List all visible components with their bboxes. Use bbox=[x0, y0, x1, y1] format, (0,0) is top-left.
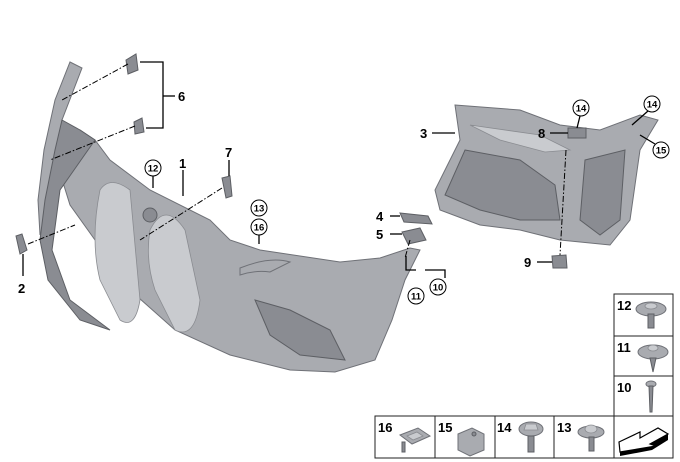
svg-text:16: 16 bbox=[254, 223, 265, 234]
circled-ref-15: 15 bbox=[652, 141, 670, 159]
table-cell-10[interactable]: 10 bbox=[617, 380, 657, 413]
callout-5: 5 bbox=[376, 227, 383, 242]
callout-2: 2 bbox=[18, 281, 25, 296]
cover-2[interactable] bbox=[15, 233, 28, 255]
circled-ref-14: 14 bbox=[643, 95, 661, 113]
svg-text:11: 11 bbox=[617, 340, 631, 355]
callout-8: 8 bbox=[538, 126, 545, 141]
bracket-5[interactable] bbox=[401, 227, 427, 245]
bracket-6-lower[interactable] bbox=[133, 117, 145, 135]
circled-ref-13: 13 bbox=[250, 199, 268, 217]
bracket-4[interactable] bbox=[399, 212, 433, 225]
bracket-7[interactable] bbox=[221, 175, 233, 199]
table-cell-12[interactable]: 12 bbox=[617, 298, 667, 329]
svg-text:14: 14 bbox=[576, 104, 587, 115]
leader-lines bbox=[22, 61, 656, 278]
bracket-8[interactable] bbox=[567, 127, 587, 139]
svg-text:12: 12 bbox=[148, 164, 159, 175]
circled-ref-10: 10 bbox=[429, 278, 447, 296]
callout-9: 9 bbox=[524, 255, 531, 270]
bracket-6-upper[interactable] bbox=[125, 53, 139, 75]
table-cell-16[interactable]: 16 bbox=[378, 420, 432, 453]
bumper-carrier-part[interactable] bbox=[434, 104, 659, 246]
svg-text:13: 13 bbox=[557, 420, 571, 435]
svg-text:10: 10 bbox=[617, 380, 631, 395]
callout-6: 6 bbox=[178, 89, 185, 104]
svg-text:14: 14 bbox=[497, 420, 512, 435]
circled-ref-14: 14 bbox=[572, 99, 590, 117]
circled-ref-16: 16 bbox=[250, 218, 268, 236]
svg-text:11: 11 bbox=[411, 292, 422, 303]
callout-7: 7 bbox=[225, 145, 232, 160]
callout-4: 4 bbox=[376, 209, 384, 224]
table-cell-13[interactable]: 13 bbox=[557, 420, 605, 452]
callout-3: 3 bbox=[420, 126, 427, 141]
table-cell-11[interactable]: 11 bbox=[617, 340, 669, 373]
table-cell-15[interactable]: 15 bbox=[438, 420, 485, 457]
orientation-arrow-icon bbox=[618, 427, 670, 456]
svg-text:12: 12 bbox=[617, 298, 631, 313]
table-cell-14[interactable]: 14 bbox=[497, 420, 544, 453]
cover-9[interactable] bbox=[551, 254, 568, 269]
svg-text:13: 13 bbox=[254, 204, 265, 215]
parts-table: 12 11 10 16 15 14 bbox=[374, 293, 674, 459]
circled-ref-11: 11 bbox=[407, 287, 425, 305]
svg-text:15: 15 bbox=[656, 146, 667, 157]
front-bumper-part[interactable] bbox=[37, 61, 421, 373]
callout-1: 1 bbox=[179, 156, 186, 171]
spring-nut-icon bbox=[457, 427, 485, 457]
svg-text:16: 16 bbox=[378, 420, 392, 435]
svg-text:15: 15 bbox=[438, 420, 452, 435]
svg-text:10: 10 bbox=[433, 283, 444, 294]
circled-ref-12: 12 bbox=[144, 159, 162, 177]
svg-text:14: 14 bbox=[647, 100, 658, 111]
